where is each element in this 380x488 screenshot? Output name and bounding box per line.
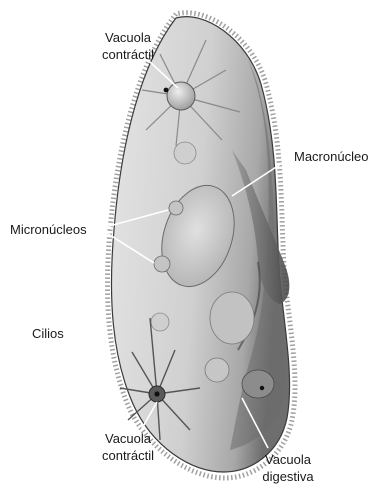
label-contractile-vacuole-bottom: Vacuola contráctil <box>80 430 176 464</box>
label-cilia: Cilios <box>32 325 64 342</box>
micronucleus-1 <box>169 201 183 215</box>
label-line: Vacuola <box>250 451 326 468</box>
food-vacuole <box>151 313 169 331</box>
micronucleus-2 <box>154 256 170 272</box>
label-line: Vacuola <box>82 29 174 46</box>
label-line: digestiva <box>250 468 326 485</box>
digestive-vacuole <box>242 370 274 398</box>
food-vacuole <box>205 358 229 382</box>
label-line: contráctil <box>82 46 174 63</box>
label-micronuclei: Micronúcleos <box>10 221 87 238</box>
food-vacuole <box>174 142 196 164</box>
label-line: contráctil <box>80 447 176 464</box>
label-macronucleus: Macronúcleo <box>294 148 368 165</box>
label-digestive-vacuole: Vacuola digestiva <box>250 451 326 485</box>
label-contractile-vacuole-top: Vacuola contráctil <box>82 29 174 63</box>
food-vacuole <box>210 292 254 344</box>
label-line: Vacuola <box>80 430 176 447</box>
